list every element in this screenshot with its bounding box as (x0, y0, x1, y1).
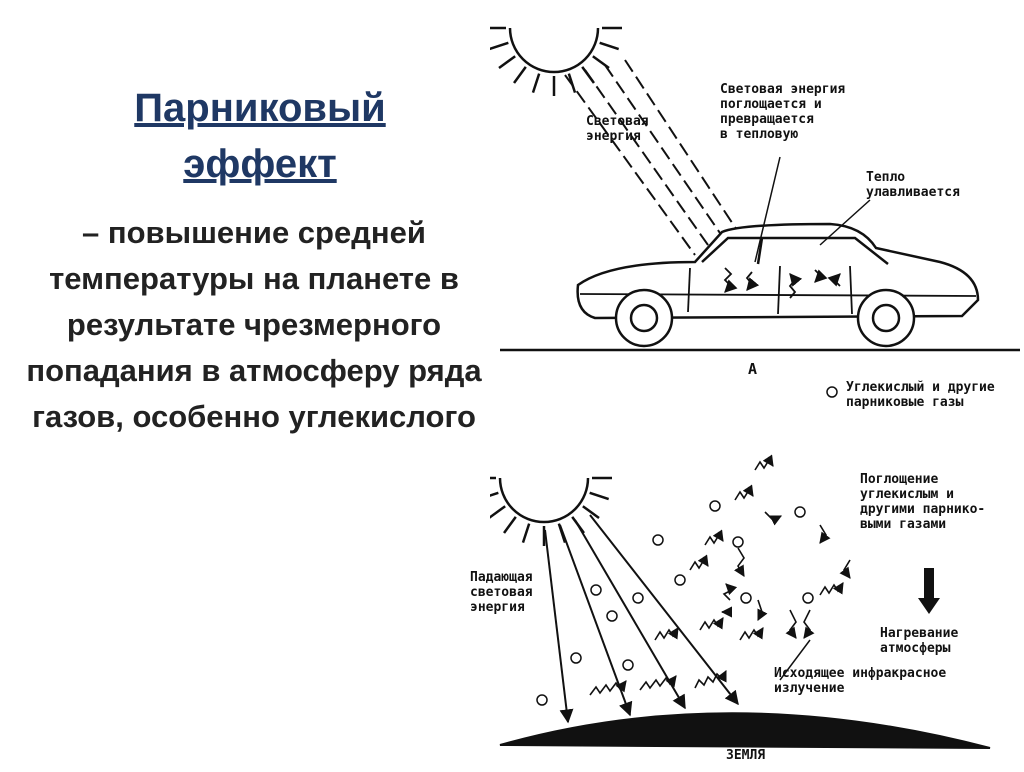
greenhouse-diagram: Световая энергия Световая энергия поглощ… (490, 0, 1024, 767)
panel-label-a: А (748, 362, 757, 377)
car-icon (578, 224, 978, 346)
sun-ray (490, 506, 505, 518)
gas-molecules (537, 501, 813, 705)
label-incoming: Падающая световая энергия (470, 570, 533, 615)
label-outgoing-ir: Исходящее инфракрасное излучение (774, 666, 946, 696)
down-arrow-icon (918, 568, 940, 614)
sun-icon-bottom (490, 478, 612, 546)
gas-legend-icon (827, 387, 837, 397)
label-earth: ЗЕМЛЯ (726, 748, 765, 763)
label-light-energy: Световая энергия (586, 114, 649, 144)
label-heat-trapped: Тепло улавливается (866, 170, 960, 200)
label-absorbed: Световая энергия поглощается и превращае… (720, 82, 845, 142)
label-heating: Нагревание атмосферы (880, 626, 958, 656)
sun-ray (514, 67, 526, 83)
sun-ray (490, 493, 498, 499)
sun-ray (533, 74, 539, 93)
sun-icon-top (490, 28, 622, 96)
sun-ray (523, 524, 529, 543)
sun-ray (490, 43, 508, 49)
sun-ray (590, 493, 609, 499)
label-absorption: Поглощение углекислым и другими парнико-… (860, 472, 985, 532)
sun-ray (504, 517, 516, 533)
sun-ray (600, 43, 619, 49)
legend-gases: Углекислый и другие парниковые газы (846, 380, 995, 410)
sun-ray (499, 56, 515, 68)
slide-title: Парниковый эффект (80, 80, 440, 192)
earth-surface (500, 713, 990, 748)
definition-text: – повышение средней температуры на плане… (4, 210, 504, 440)
incoming-light-arrows (545, 515, 738, 722)
